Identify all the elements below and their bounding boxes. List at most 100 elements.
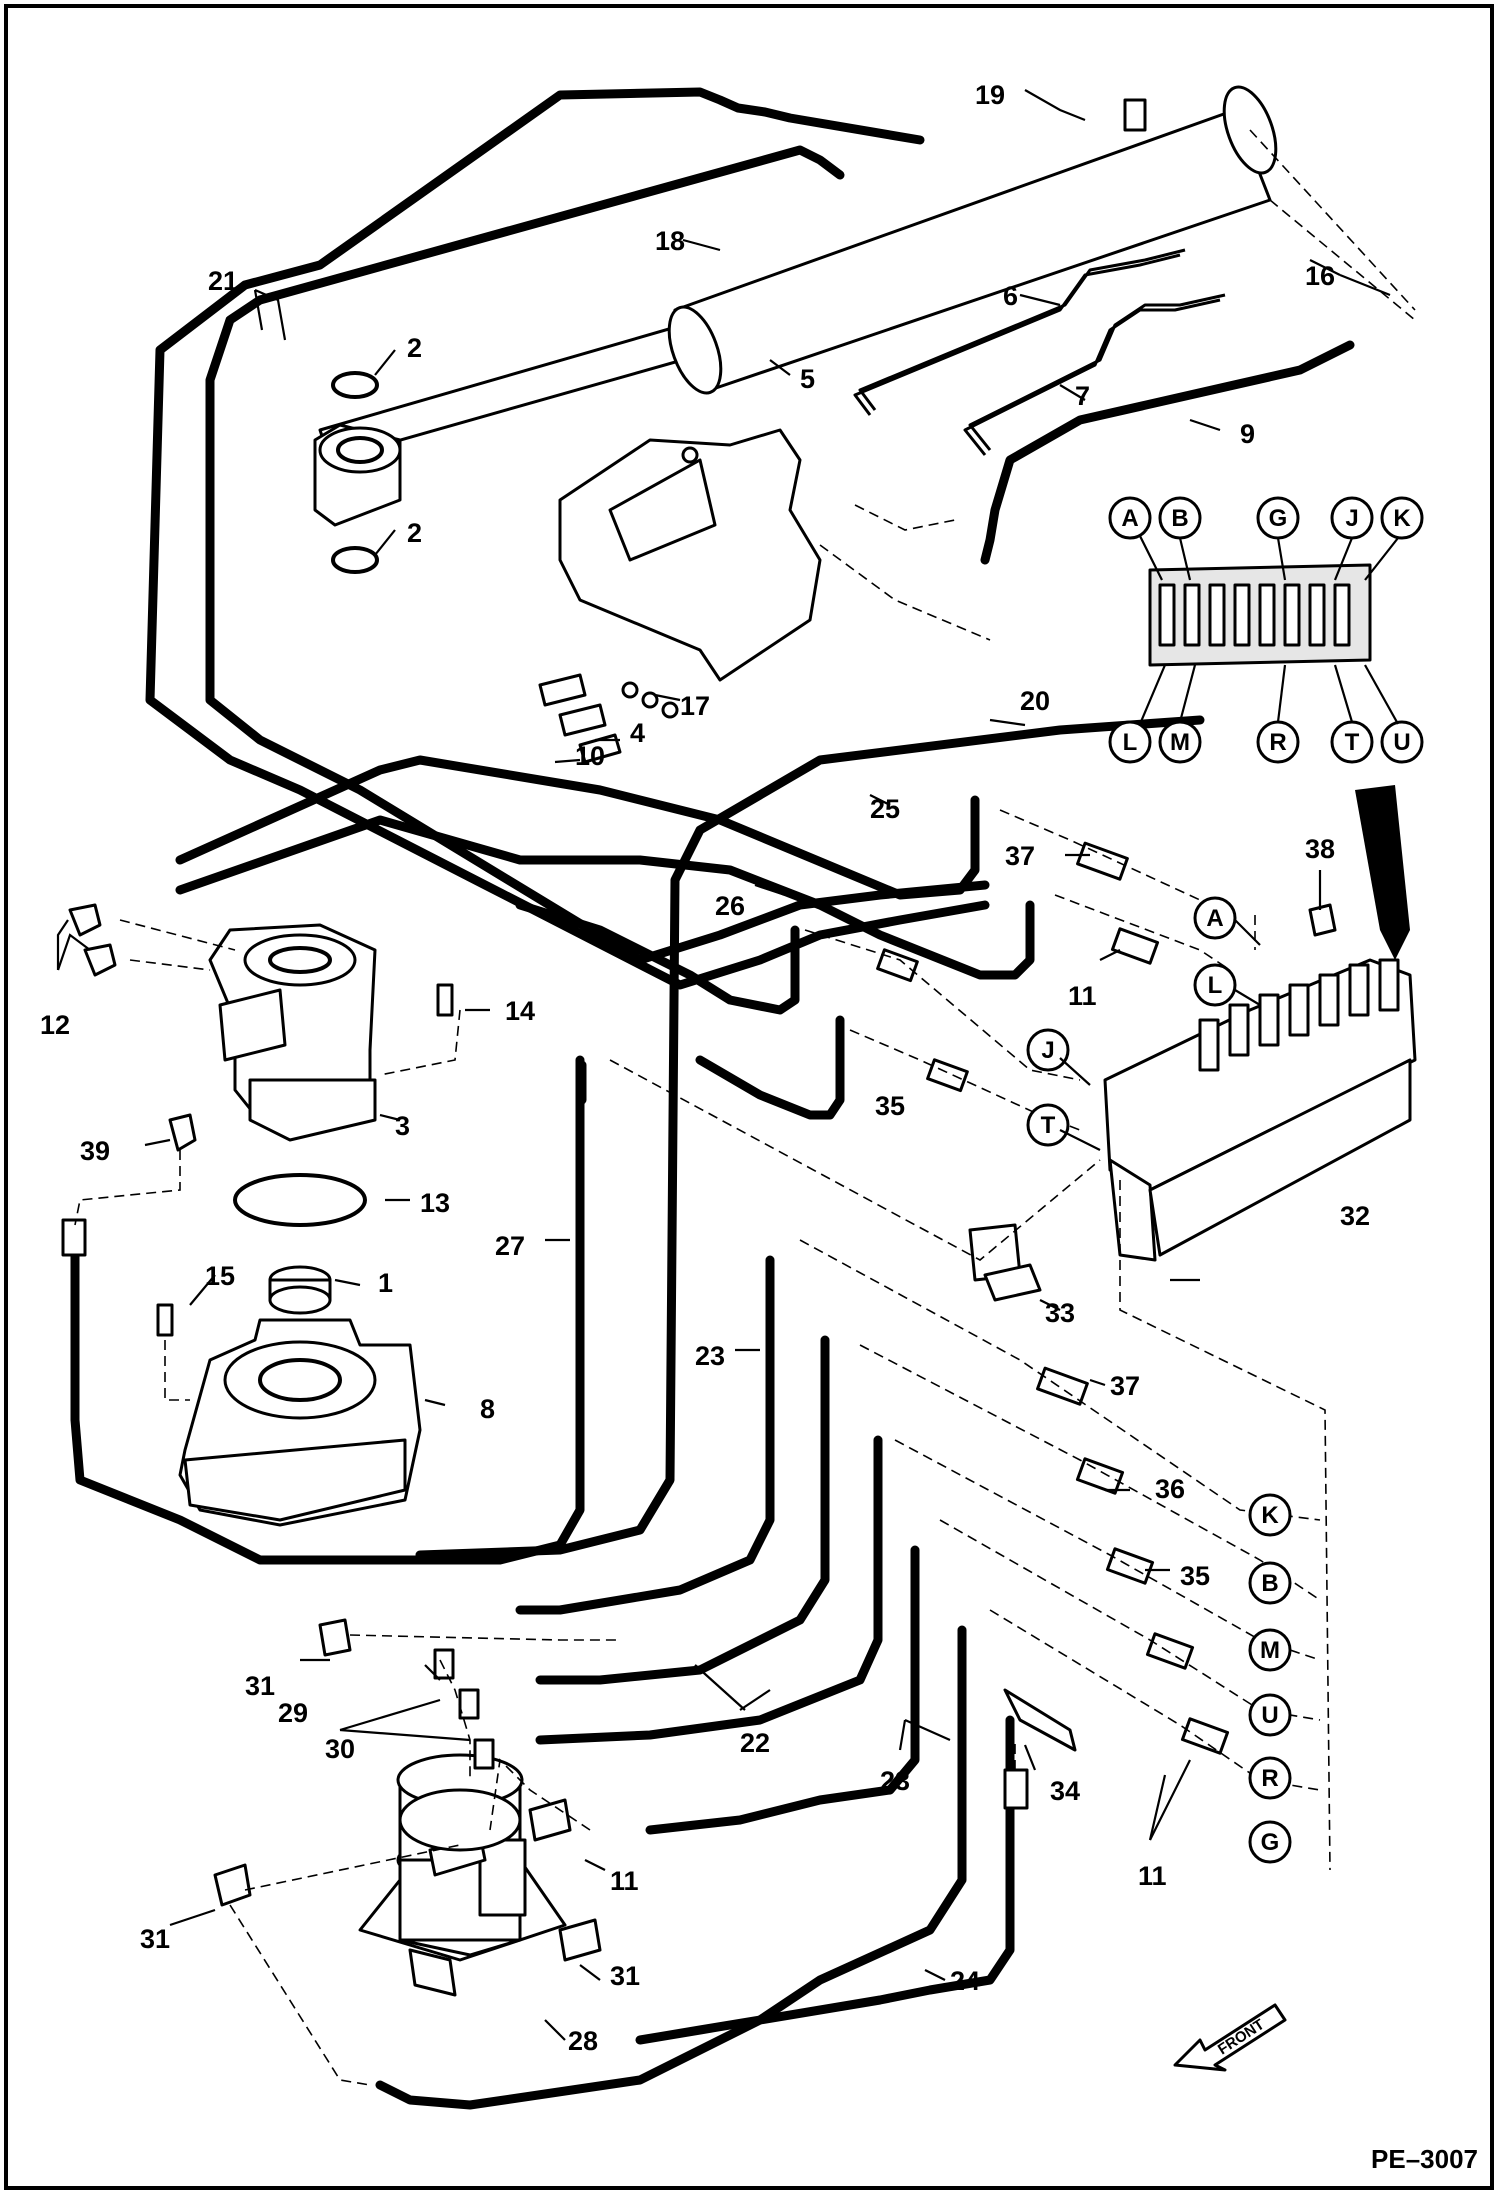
boom-cylinder	[313, 85, 1278, 574]
connection-letters: A L J T K B M U R G	[1026, 896, 1292, 1864]
callout-5: 5	[800, 364, 815, 394]
callout-6: 6	[1003, 281, 1018, 311]
callout-2a: 2	[407, 333, 422, 363]
swing-motor	[156, 923, 454, 1527]
callout-2b: 2	[407, 518, 422, 548]
port-label-bottom: M	[1170, 729, 1190, 756]
port-label-bottom: T	[1345, 729, 1360, 756]
conn-circle-r	[1248, 1756, 1292, 1800]
callout-17: 17	[680, 691, 710, 721]
port-label-top: J	[1345, 505, 1358, 532]
port-label-top: G	[1269, 505, 1288, 532]
callout-22: 22	[740, 1728, 770, 1758]
valve-spools	[1198, 958, 1400, 1072]
port-label-bottom: R	[1269, 729, 1286, 756]
union-fittings	[876, 841, 1230, 1755]
callout-21: 21	[208, 266, 238, 296]
steel-tubes	[853, 248, 1226, 456]
callout-31c: 31	[610, 1961, 640, 1991]
callout-24: 24	[950, 1966, 980, 1996]
callout-10: 10	[575, 741, 605, 771]
fitting-38	[1308, 903, 1337, 937]
port-circle-bottom-l	[1108, 720, 1152, 764]
callout-12: 12	[40, 1010, 70, 1040]
callout-32: 32	[1340, 1201, 1370, 1231]
callout-23a: 23	[695, 1341, 725, 1371]
callout-11a: 11	[1068, 981, 1097, 1011]
conn-circle-l	[1193, 963, 1237, 1007]
callout-18: 18	[655, 226, 685, 256]
callout-36: 36	[1155, 1474, 1185, 1504]
drawing-reference-code: PE–3007	[1371, 2144, 1478, 2174]
part-callouts: 19 18 21 16 6 2 5 7 9 2 17 20 4 10 25 38…	[40, 80, 1370, 2056]
valve-port-labels: A B G J K L M R T U	[1108, 496, 1424, 764]
conn-circle-g	[1248, 1820, 1292, 1864]
valve-inset-slots	[1158, 583, 1351, 647]
port-label-bottom: U	[1393, 729, 1410, 756]
boom-mount-bracket	[538, 428, 822, 764]
callout-11c: 11	[1138, 1861, 1167, 1891]
port-label-top: B	[1171, 505, 1188, 532]
swivel-joint	[358, 1753, 567, 1997]
callout-25: 25	[870, 794, 900, 824]
conn-circle-j	[1026, 1028, 1070, 1072]
conn-letter-j: J	[1041, 1037, 1054, 1064]
conn-letter-b: B	[1261, 1570, 1278, 1597]
port-circle-top-a	[1108, 496, 1152, 540]
fittings-12-39	[61, 903, 197, 1257]
dashed-connections	[74, 129, 1416, 2086]
callout-16: 16	[1305, 261, 1335, 291]
fittings-4-10-17	[538, 673, 679, 764]
callout-8: 8	[480, 1394, 495, 1424]
callout-13: 13	[420, 1188, 450, 1218]
callout-19: 19	[975, 80, 1005, 110]
conn-circle-k	[1248, 1493, 1292, 1537]
callout-35b: 35	[1180, 1561, 1210, 1591]
front-direction-arrow: FRONT	[1173, 2003, 1287, 2072]
conn-letter-t: T	[1041, 1112, 1056, 1139]
conn-circle-m	[1248, 1628, 1292, 1672]
callout-38: 38	[1305, 834, 1335, 864]
callout-23b: 23	[880, 1766, 910, 1796]
callout-20: 20	[1020, 686, 1050, 716]
port-circle-top-k	[1380, 496, 1424, 540]
port-circle-bottom-u	[1380, 720, 1424, 764]
conn-letter-m: M	[1260, 1637, 1280, 1664]
conn-letter-k: K	[1261, 1502, 1279, 1529]
conn-circle-b	[1248, 1561, 1292, 1605]
callout-28: 28	[568, 2026, 598, 2056]
conn-letter-g: G	[1261, 1829, 1280, 1856]
callout-27: 27	[495, 1231, 525, 1261]
callout-1: 1	[378, 1268, 393, 1298]
callout-33: 33	[1045, 1298, 1075, 1328]
callout-26: 26	[715, 891, 745, 921]
port-label-top: K	[1393, 505, 1411, 532]
callout-29: 29	[278, 1698, 308, 1728]
callout-9: 9	[1240, 419, 1255, 449]
callout-14: 14	[505, 996, 535, 1026]
callout-37b: 37	[1110, 1371, 1140, 1401]
fitting-33	[968, 1223, 1042, 1302]
callout-7: 7	[1075, 381, 1090, 411]
callout-39: 39	[80, 1136, 110, 1166]
conn-letter-r: R	[1261, 1765, 1278, 1792]
callout-3: 3	[395, 1111, 410, 1141]
port-label-bottom: L	[1123, 729, 1138, 756]
conn-letter-a: A	[1206, 905, 1223, 932]
control-valve	[1103, 563, 1417, 1262]
port-label-top: A	[1121, 505, 1138, 532]
conn-letter-u: U	[1261, 1702, 1278, 1729]
conn-circle-a	[1193, 896, 1237, 940]
leader-lines	[56, 89, 1391, 2041]
callout-37a: 37	[1005, 841, 1035, 871]
conn-letter-l: L	[1208, 972, 1223, 999]
callout-31b: 31	[140, 1924, 170, 1954]
diagram-border	[4, 4, 1494, 2190]
conn-circle-u	[1248, 1693, 1292, 1737]
callout-15: 15	[205, 1261, 235, 1291]
conn-circle-t	[1026, 1103, 1070, 1147]
callout-31a: 31	[245, 1671, 275, 1701]
callout-11b: 11	[610, 1866, 639, 1896]
